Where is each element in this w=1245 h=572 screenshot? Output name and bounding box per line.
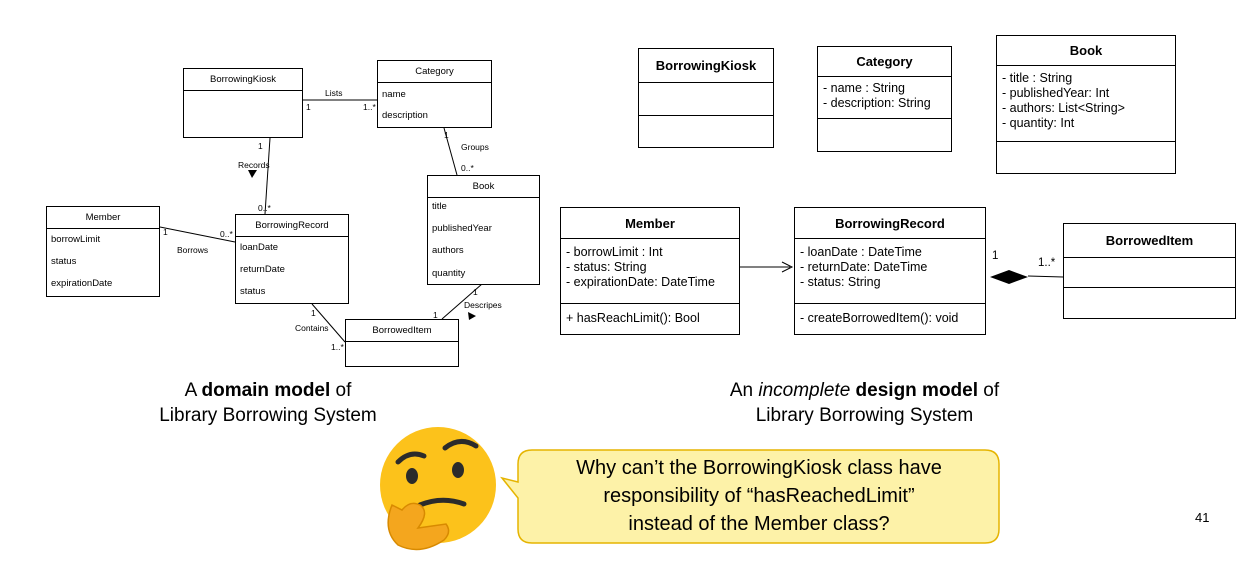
op-create-borrowed-item: - createBorrowedItem(): void xyxy=(800,311,959,325)
attr-return-date: returnDate xyxy=(240,264,285,275)
thinking-face-icon xyxy=(380,427,496,551)
assoc-descripes-line xyxy=(441,283,483,320)
class-name: Book xyxy=(428,176,539,198)
class-name: BorrowingKiosk xyxy=(184,69,302,91)
assoc-borrows-line xyxy=(159,226,236,243)
design-class-category: Category - name : String - description: … xyxy=(817,46,952,152)
attr-expiration-date: expirationDate xyxy=(51,278,113,289)
borrows-mult-record: 0..* xyxy=(220,229,233,239)
contains-mult-item: 1..* xyxy=(331,342,344,352)
domain-model-caption: A domain model of Library Borrowing Syst… xyxy=(159,380,377,426)
composition-diamond xyxy=(990,270,1028,284)
class-name: Member xyxy=(561,208,739,239)
records-mult-record: 0..* xyxy=(258,203,271,213)
borrows-label: Borrows xyxy=(177,245,209,255)
composition-line xyxy=(1027,275,1064,278)
attr-loan-date: loanDate xyxy=(240,242,279,253)
lists-label: Lists xyxy=(325,88,343,98)
design-class-member: Member - borrowLimit : Int - status: Str… xyxy=(560,207,740,335)
groups-mult-category: 1 xyxy=(444,130,449,140)
assoc-records-line xyxy=(264,137,271,215)
domain-class-borrowed-item: BorrowedItem xyxy=(345,319,459,367)
class-name: BorrowingRecord xyxy=(795,208,985,239)
domain-class-category: Category name description xyxy=(377,60,492,128)
contains-label: Contains xyxy=(295,323,329,333)
assoc-contains-line xyxy=(311,303,346,343)
attr-published-year: publishedYear xyxy=(432,223,492,234)
groups-mult-book: 0..* xyxy=(461,163,474,173)
speech-bubble xyxy=(500,449,1000,544)
descripes-mult-book: 1 xyxy=(473,287,478,297)
records-mult-kiosk: 1 xyxy=(258,141,263,151)
domain-class-member: Member borrowLimit status expirationDate xyxy=(46,206,160,297)
class-name: BorrowedItem xyxy=(1064,224,1235,258)
records-label: Records xyxy=(238,160,270,170)
attr-borrow-limit: borrowLimit xyxy=(51,234,101,245)
design-class-borrowed-item: BorrowedItem xyxy=(1063,223,1236,319)
records-direction-arrow xyxy=(248,170,257,178)
op-has-reach-limit: + hasReachLimit(): Bool xyxy=(566,311,700,325)
page-number: 41 xyxy=(1195,510,1210,525)
class-name: BorrowedItem xyxy=(346,320,458,342)
question-text: Why can’t the BorrowingKiosk class have … xyxy=(576,457,942,535)
groups-label: Groups xyxy=(461,142,489,152)
member-record-arrowhead xyxy=(781,261,794,273)
class-name: BorrowingRecord xyxy=(236,215,348,237)
class-name: BorrowingKiosk xyxy=(639,49,773,83)
lists-mult-category: 1..* xyxy=(363,102,376,112)
contains-mult-record: 1 xyxy=(311,308,316,318)
class-name: Category xyxy=(378,61,491,83)
class-name: Member xyxy=(47,207,159,229)
lists-mult-kiosk: 1 xyxy=(306,102,311,112)
attr-authors: authors xyxy=(432,245,464,256)
attr-status: status xyxy=(240,286,266,297)
attr-title: title xyxy=(432,201,447,212)
class-name: Category xyxy=(818,47,951,77)
assoc-groups-line xyxy=(443,127,458,176)
attr-description: description xyxy=(382,110,428,121)
attr-quantity: quantity xyxy=(432,268,466,279)
design-class-borrowing-record: BorrowingRecord - loanDate : DateTime - … xyxy=(794,207,986,335)
design-model-caption: An incomplete design model of Library Bo… xyxy=(729,380,1000,426)
descripes-label: Descripes xyxy=(464,300,502,310)
domain-class-borrowing-record: BorrowingRecord loanDate returnDate stat… xyxy=(235,214,349,304)
composition-mult-part: 1..* xyxy=(1038,257,1056,269)
descripes-mult-item: 1 xyxy=(433,310,438,320)
design-class-book: Book - title : String - publishedYear: I… xyxy=(996,35,1176,174)
domain-class-borrowing-kiosk: BorrowingKiosk xyxy=(183,68,303,138)
domain-class-book: Book title publishedYear authors quantit… xyxy=(427,175,540,285)
composition-mult-whole: 1 xyxy=(992,250,999,262)
borrows-mult-member: 1 xyxy=(163,227,168,237)
attr-status: status xyxy=(51,256,77,267)
attr-name: name xyxy=(382,89,406,100)
design-class-borrowing-kiosk: BorrowingKiosk xyxy=(638,48,774,148)
descripes-direction-arrow xyxy=(468,312,476,320)
class-name: Book xyxy=(997,36,1175,66)
